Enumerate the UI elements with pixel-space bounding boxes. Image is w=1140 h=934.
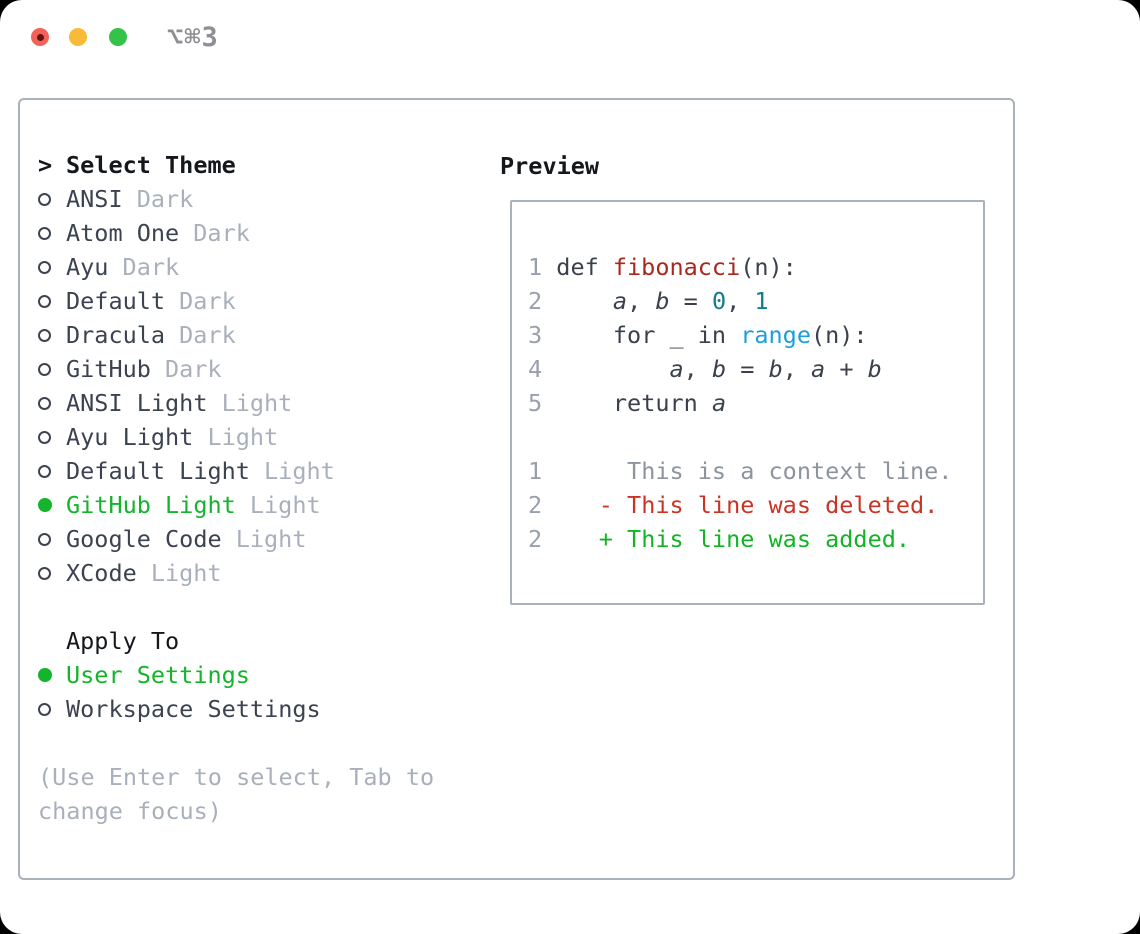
theme-name: Atom One (66, 219, 180, 247)
theme-variant-tag: Light (150, 559, 222, 587)
radio-cell (38, 454, 66, 488)
theme-name: ANSI Light (66, 389, 208, 417)
code-preview: 1 def fibonacci(n): 2 a, b = 0, 1 3 for _ … (528, 250, 952, 556)
radio-icon (38, 260, 51, 274)
theme-variant-tag: Dark (136, 185, 194, 213)
theme-option[interactable]: GitHub Dark (38, 352, 335, 386)
theme-option[interactable]: Ayu Dark (38, 250, 335, 284)
theme-variant-tag: Light (264, 457, 335, 485)
select-theme-header-label: Select Theme (66, 151, 236, 179)
radio-icon (38, 464, 51, 478)
code-line (528, 420, 952, 454)
hint-line: (Use Enter to select, Tab to (38, 763, 435, 791)
radio-cell (38, 522, 66, 556)
apply-option[interactable]: Workspace Settings (38, 692, 321, 726)
code-line: 2 - This line was deleted. (528, 491, 939, 519)
radio-icon (38, 702, 51, 716)
select-theme-header: > Select Theme (38, 148, 335, 182)
theme-name: Google Code (66, 525, 222, 553)
radio-cell (38, 692, 66, 726)
preview-panel: 1 def fibonacci(n): 2 a, b = 0, 1 3 for _ … (510, 200, 985, 605)
radio-icon (38, 430, 51, 444)
radio-selected-icon (38, 668, 52, 682)
cursor-marker-icon: > (38, 151, 53, 179)
theme-variant-tag: Light (249, 491, 321, 519)
apply-option-label: User Settings (66, 661, 250, 689)
radio-cell (38, 182, 66, 216)
code-line: 2 + This line was added. (528, 525, 911, 553)
keyboard-hint: (Use Enter to select, Tab to change focus… (38, 760, 434, 828)
radio-icon (38, 566, 51, 580)
radio-cell (38, 488, 66, 522)
theme-variant-tag: Dark (122, 253, 180, 281)
radio-icon (38, 396, 51, 410)
traffic-light-minimize-button[interactable] (69, 28, 87, 46)
theme-variant-tag: Dark (164, 355, 222, 383)
radio-icon (38, 192, 51, 206)
radio-selected-icon (38, 498, 52, 512)
theme-option[interactable]: Default Light Light (38, 454, 335, 488)
radio-cell (38, 352, 66, 386)
theme-variant-tag: Light (207, 423, 279, 451)
theme-option[interactable]: Atom One Dark (38, 216, 335, 250)
theme-option[interactable]: Default Dark (38, 284, 335, 318)
code-line: 1 This is a context line. (528, 457, 953, 485)
theme-name: GitHub Light (66, 491, 236, 519)
radio-cell (38, 216, 66, 250)
apply-to-header: Apply To (38, 624, 321, 658)
traffic-light-zoom-button[interactable] (109, 28, 127, 46)
theme-option[interactable]: Dracula Dark (38, 318, 335, 352)
theme-option[interactable]: Google Code Light (38, 522, 335, 556)
theme-name: GitHub (66, 355, 151, 383)
traffic-light-close-button[interactable] (31, 28, 49, 46)
theme-variant-tag: Dark (179, 321, 236, 349)
theme-name: Ayu Light (66, 423, 194, 451)
radio-cell (38, 420, 66, 454)
code-line: 5 return a (528, 389, 727, 417)
apply-option[interactable]: User Settings (38, 658, 321, 692)
apply-to-header-label: Apply To (66, 627, 180, 655)
radio-cell (38, 284, 66, 318)
radio-icon (38, 362, 51, 376)
theme-variant-tag: Dark (179, 287, 236, 315)
radio-cell (38, 318, 66, 352)
theme-option[interactable]: GitHub Light Light (38, 488, 335, 522)
hint-line: change focus) (38, 797, 222, 825)
theme-name: Default (66, 287, 166, 315)
theme-name: Dracula (66, 321, 166, 349)
theme-variant-tag: Light (235, 525, 307, 553)
radio-icon (38, 532, 51, 546)
theme-option[interactable]: XCode Light (38, 556, 335, 590)
code-line: 3 for _ in range(n): (528, 321, 868, 349)
code-line: 2 a, b = 0, 1 (528, 287, 769, 315)
apply-option-label: Workspace Settings (66, 695, 321, 723)
close-dot-icon (36, 33, 44, 41)
radio-cell (38, 250, 66, 284)
theme-name: Ayu (66, 253, 109, 281)
theme-variant-tag: Light (221, 389, 293, 417)
radio-cell (38, 556, 66, 590)
theme-option[interactable]: Ayu Light Light (38, 420, 335, 454)
theme-option[interactable]: ANSI Light Light (38, 386, 335, 420)
window-title: ⌥⌘3 (167, 22, 219, 53)
code-line: 1 def fibonacci(n): (528, 253, 797, 281)
theme-name: XCode (66, 559, 137, 587)
theme-name: ANSI (66, 185, 123, 213)
radio-icon (38, 226, 51, 240)
theme-option[interactable]: ANSI Dark (38, 182, 335, 216)
theme-variant-tag: Dark (193, 219, 250, 247)
radio-cell (38, 386, 66, 420)
radio-icon (38, 294, 51, 308)
code-line: 4 a, b = b, a + b (528, 355, 882, 383)
preview-title: Preview (500, 152, 600, 180)
theme-name: Default Light (66, 457, 250, 485)
titlebar: ⌥⌘3 (0, 0, 1140, 76)
radio-cell (38, 658, 66, 692)
radio-icon (38, 328, 51, 342)
